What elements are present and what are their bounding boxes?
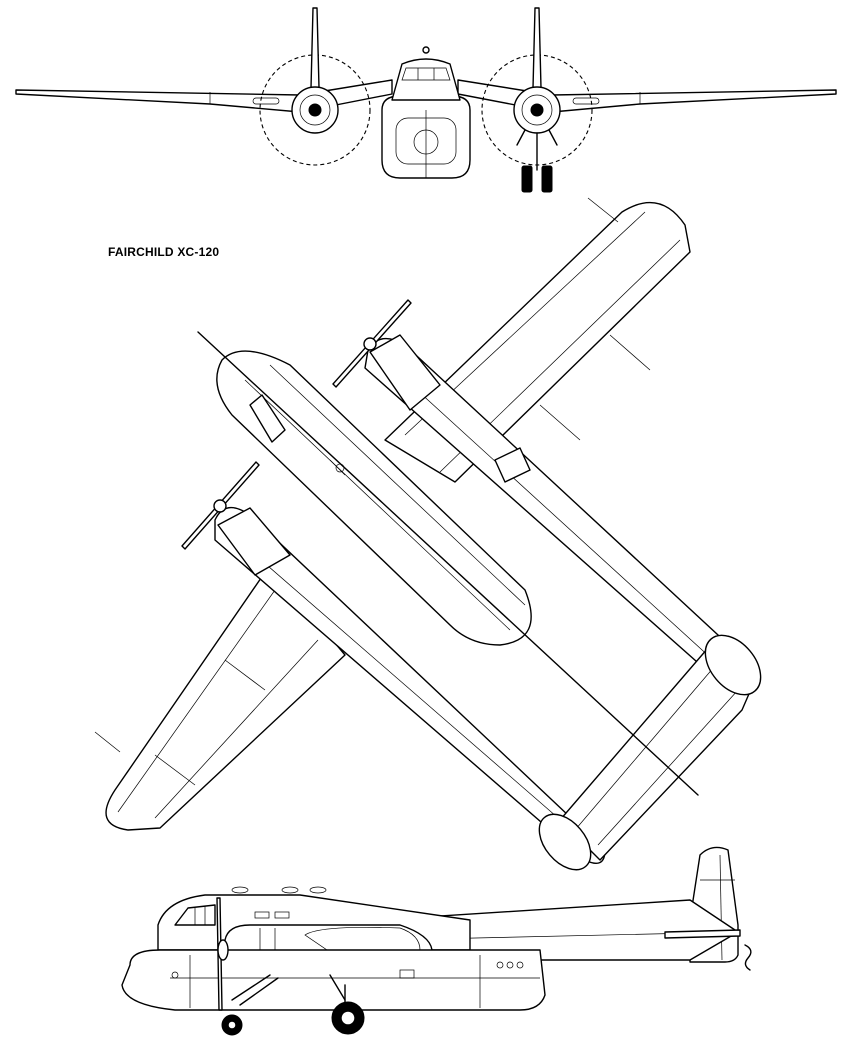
front-right-propeller-blade xyxy=(532,7,542,89)
top-fuselage xyxy=(216,350,532,646)
top-cockpit xyxy=(249,394,286,443)
front-view xyxy=(15,7,837,193)
front-left-propeller-disc xyxy=(259,54,371,166)
side-view xyxy=(121,846,752,1036)
top-centerline xyxy=(197,331,699,796)
side-tail-skid xyxy=(744,944,752,971)
top-tail-fin-lower xyxy=(538,813,592,871)
front-left-propeller-blade xyxy=(310,7,320,89)
top-lower-wing xyxy=(105,564,346,831)
top-view xyxy=(94,197,762,871)
top-upper-wing xyxy=(384,201,691,483)
front-cockpit xyxy=(391,58,461,101)
top-tail-fin-upper xyxy=(704,634,762,696)
drawing-title: FAIRCHILD XC-120 xyxy=(108,245,220,259)
front-main-wheels xyxy=(521,165,533,193)
